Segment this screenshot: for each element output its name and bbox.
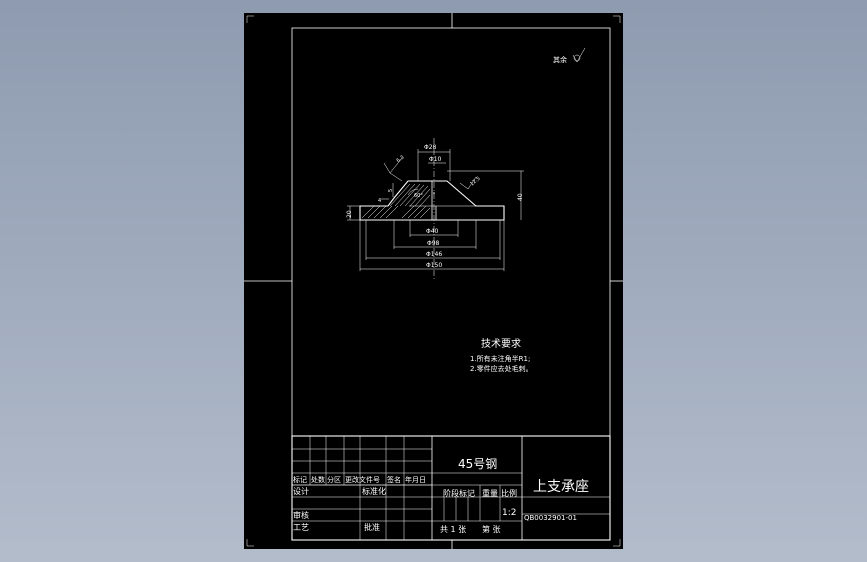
section-hatch — [361, 183, 431, 219]
svg-text:12.5: 12.5 — [469, 176, 481, 188]
svg-text:Φ40: Φ40 — [426, 228, 439, 235]
scale-value: 1:2 — [502, 508, 516, 518]
center-dot — [433, 192, 435, 194]
label-process: 工艺 — [293, 523, 309, 532]
drawing-number: QB0032901-01 — [524, 514, 577, 522]
svg-text:处数: 处数 — [311, 475, 325, 484]
svg-text:Φ98: Φ98 — [427, 240, 440, 247]
finish-check-icon — [572, 47, 586, 63]
svg-text:Φ146: Φ146 — [426, 251, 442, 258]
svg-text:6.3: 6.3 — [395, 155, 405, 164]
label-design: 设计 — [293, 486, 309, 496]
svg-text:5: 5 — [388, 189, 394, 192]
sheet-number: 第 张 — [482, 524, 501, 534]
dimension-height: 40 — [447, 170, 524, 220]
drawing-sheet: 其余 — [244, 13, 623, 549]
dimension-small: 5 — [388, 183, 394, 197]
svg-text:年月日: 年月日 — [405, 475, 426, 484]
cad-drawing-canvas: 其余 — [244, 13, 623, 549]
label-stage-mark: 阶段标记 — [443, 488, 475, 498]
dimension-d40: Φ40 — [409, 220, 459, 237]
inner-border — [291, 27, 611, 541]
surface-finish-mark: 其余 — [553, 47, 586, 64]
svg-text:Φ28: Φ28 — [424, 144, 437, 151]
svg-text:分区: 分区 — [327, 475, 341, 484]
svg-text:60°: 60° — [414, 193, 423, 199]
roughness-right: 12.5 — [459, 176, 482, 190]
finish-label: 其余 — [553, 55, 567, 64]
svg-text:4: 4 — [378, 198, 381, 204]
svg-text:Φ150: Φ150 — [426, 262, 442, 269]
label-ratio: 比例 — [501, 488, 517, 498]
label-weight: 重量 — [482, 488, 498, 498]
svg-text:20: 20 — [346, 210, 353, 218]
dimension-chamfer: 4 — [378, 198, 389, 204]
label-approve: 批准 — [364, 522, 380, 532]
tech-title: 技术要求 — [481, 337, 521, 350]
dimension-d146: Φ146 — [365, 220, 501, 260]
roughness-left: 6.3 — [383, 155, 405, 182]
dimension-d28: Φ28 — [417, 144, 451, 181]
tech-item-2: 2.零件应去处毛刺。 — [470, 364, 533, 373]
finish-circle-icon — [573, 54, 581, 62]
sheets-total: 共 1 张 — [440, 525, 466, 534]
part-name: 上支承座 — [533, 479, 589, 495]
svg-text:签名: 签名 — [387, 475, 401, 484]
dimension-d150: Φ150 — [359, 220, 505, 271]
svg-text:更改文件号: 更改文件号 — [345, 475, 380, 484]
roughness-right-icon — [459, 176, 477, 190]
label-standardize: 标准化 — [362, 486, 386, 496]
dimension-thickness: 20 — [346, 205, 360, 221]
label-review: 审核 — [293, 510, 309, 520]
dimension-d98: Φ98 — [393, 220, 477, 249]
svg-text:Φ10: Φ10 — [429, 156, 442, 163]
svg-text:40: 40 — [517, 193, 524, 201]
part-section-view: Φ28 Φ10 Φ40 Φ98 Φ146 Φ150 — [346, 138, 524, 281]
title-block: 标记 处数 分区 更改文件号 签名 年月日 设计 标准化 审核 工艺 批准 45… — [291, 435, 611, 541]
dimension-d10: Φ10 — [428, 156, 446, 164]
svg-text:标记: 标记 — [293, 475, 307, 484]
dimension-angle: 60° — [407, 188, 423, 199]
material: 45号钢 — [458, 457, 497, 471]
tech-requirements: 技术要求 1.所有未注角半R1; 2.零件应去处毛刺。 — [470, 337, 533, 373]
tech-item-1: 1.所有未注角半R1; — [470, 354, 530, 363]
